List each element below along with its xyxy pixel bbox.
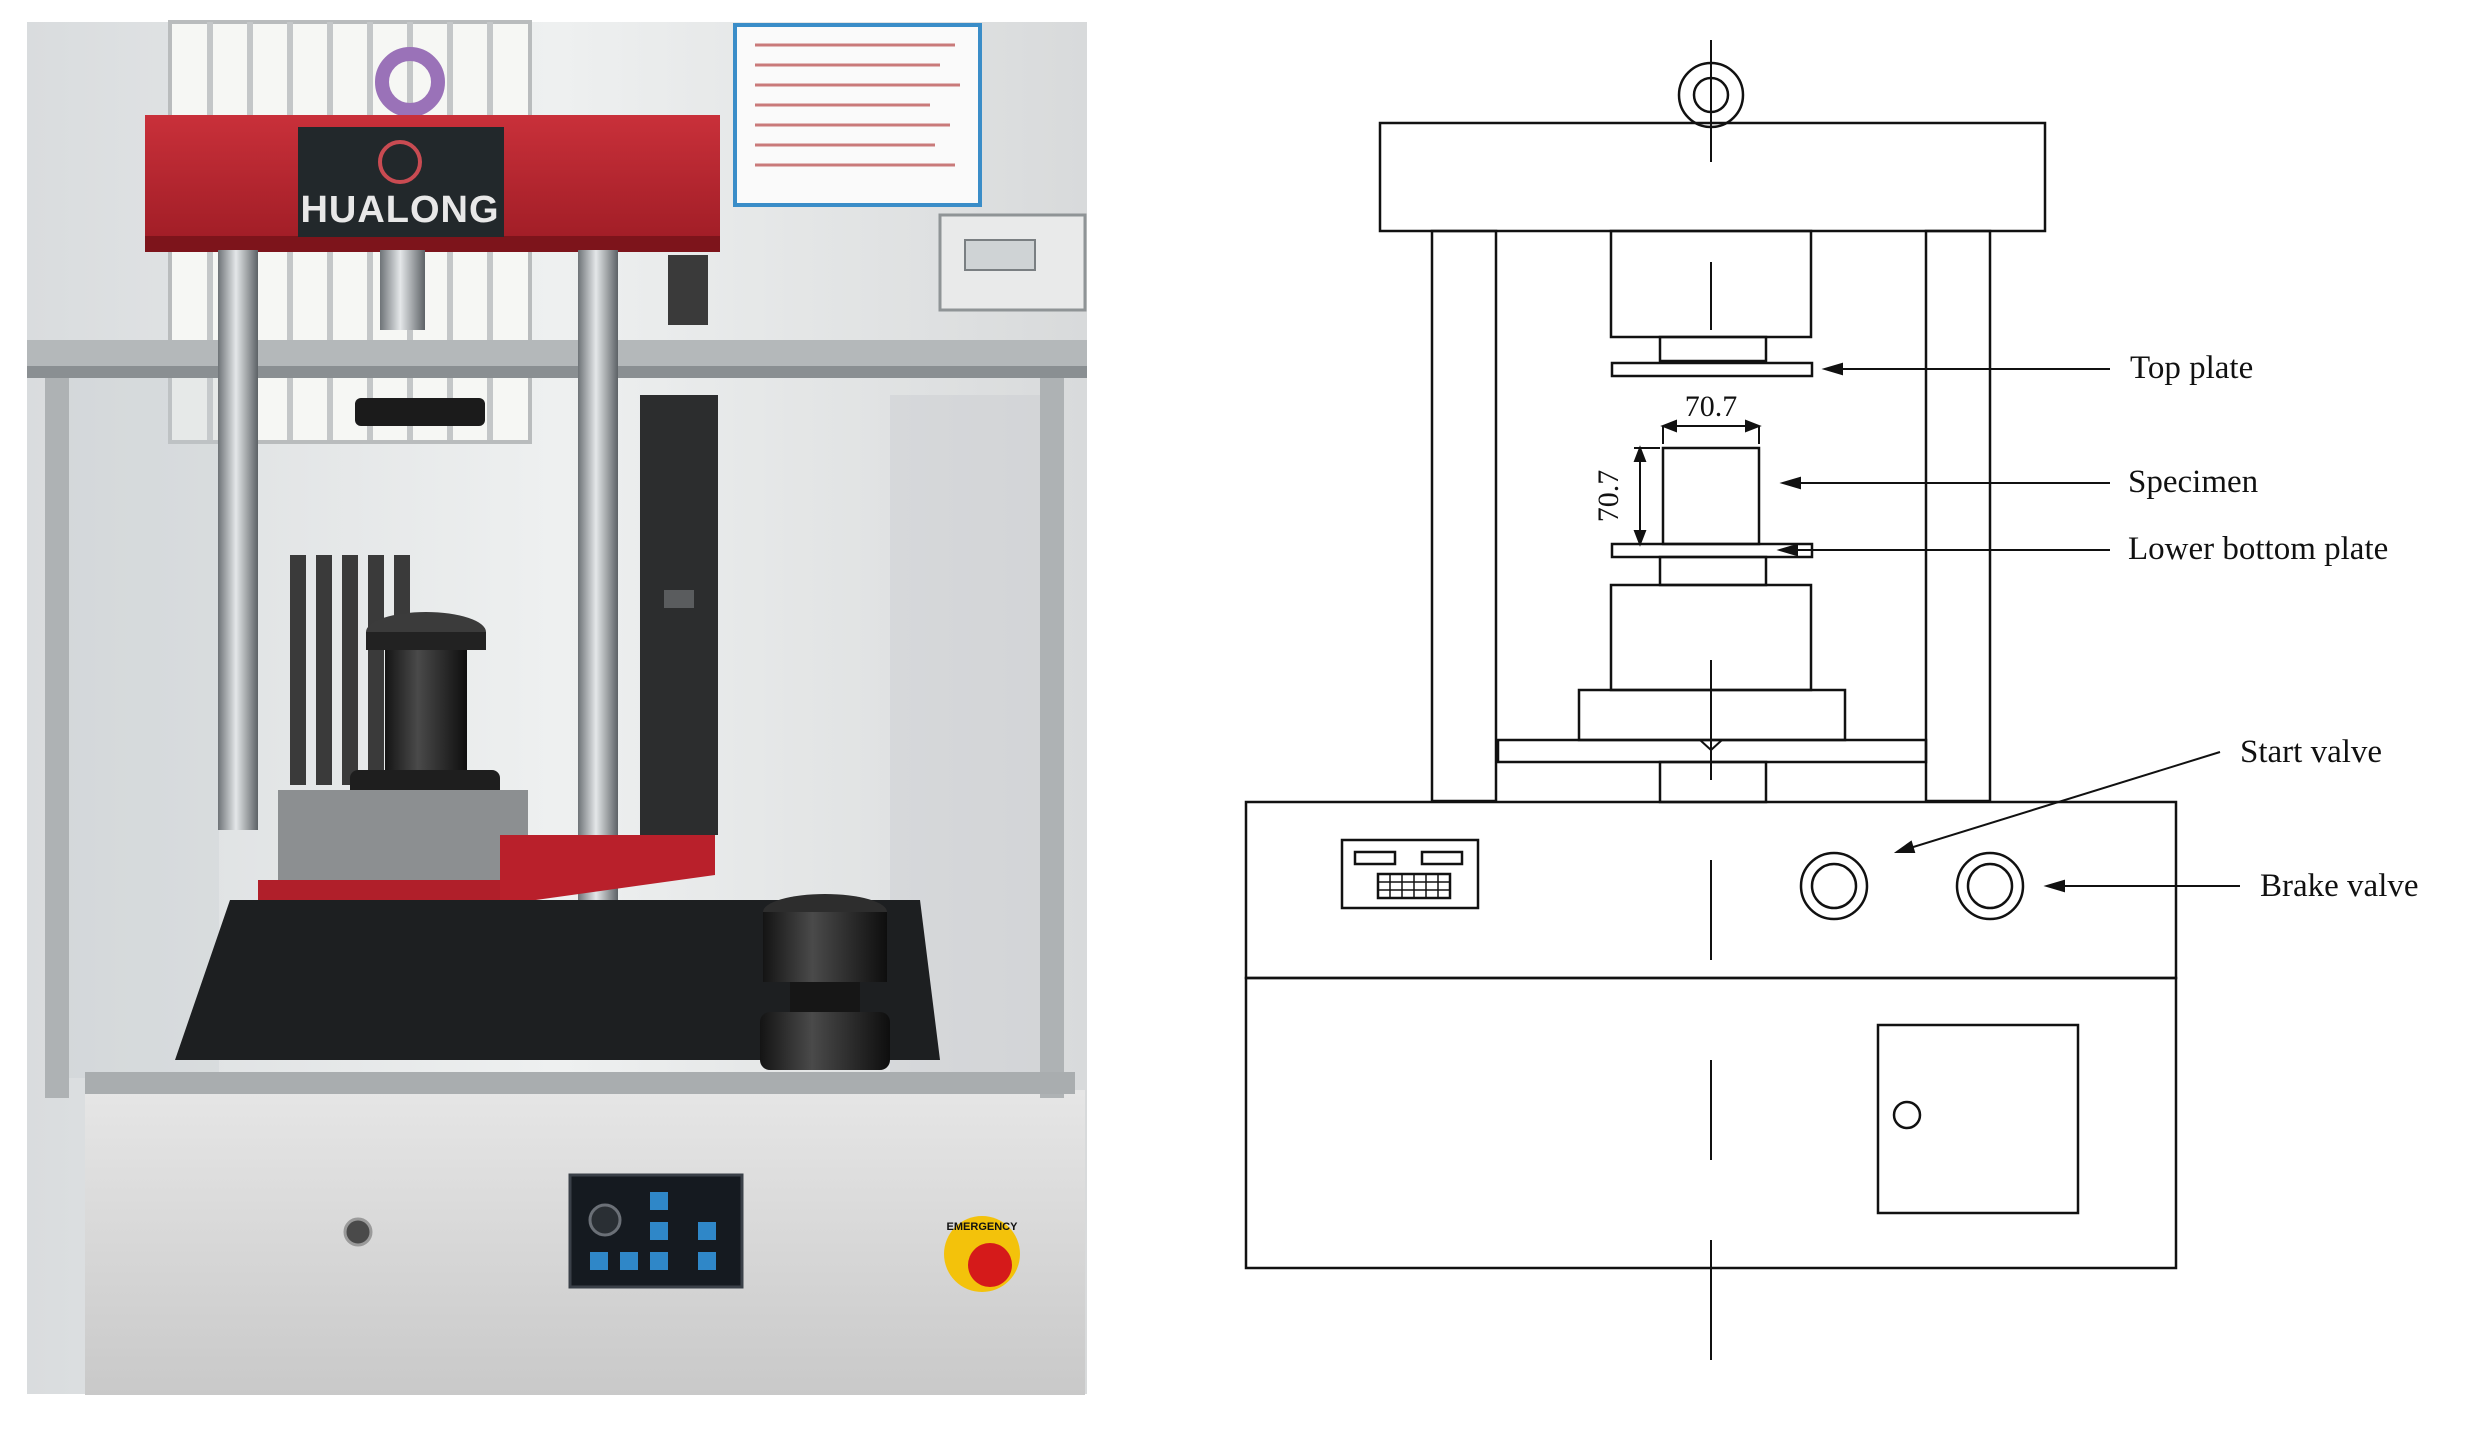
spare-cylinder-upper: [763, 912, 887, 982]
drawing-start-valve-outer: [1799, 851, 1869, 921]
drawing-door-knob: [1892, 1100, 1922, 1130]
label-start-valve: Start valve: [2240, 734, 2382, 770]
left-pillar: [218, 250, 258, 830]
drawing-keyboard: [1340, 838, 1480, 910]
drawing-specimen: [1661, 446, 1761, 546]
control-knob: [588, 1203, 622, 1237]
drawing-start-valve-inner: [1810, 862, 1858, 910]
label-specimen: Specimen: [2128, 464, 2258, 500]
machine-photo: HUALONG EMERGENCY: [0, 0, 1160, 1433]
crossbeam-shadow: [145, 236, 720, 252]
machine-table: [175, 900, 940, 1060]
left-glass-panel: [69, 378, 219, 1078]
drawing-keyboard-grid: [1378, 874, 1450, 898]
drawing-top-plate: [1610, 361, 1814, 378]
schematic-canvas: 70.7 70.7 Top plate Specimen Lower botto…: [1244, 40, 2419, 1360]
drawing-platform-support: [1658, 760, 1768, 804]
drawing-platform-notch: [1699, 739, 1723, 752]
cylinder-cap: [366, 632, 486, 650]
arm-slot: [664, 590, 694, 608]
spare-cylinder-neck: [790, 982, 860, 1012]
drawing-keyboard-display-left: [1353, 850, 1397, 866]
emergency-label: EMERGENCY: [947, 1221, 1019, 1233]
drawing-keyboard-display-right: [1420, 850, 1464, 866]
dimension-width-value: 70.7: [1685, 390, 1738, 423]
enclosure-top-rail: [27, 340, 1087, 366]
drawing-lower-collar: [1658, 555, 1768, 587]
center-ram: [380, 250, 425, 330]
drawing-crossbeam: [1378, 121, 2047, 233]
enclosure-left-post: [45, 378, 69, 1098]
sensor-block: [668, 255, 708, 325]
drawing-left-column: [1430, 229, 1498, 803]
dimension-width: [1660, 419, 1762, 444]
dark-arm: [640, 395, 718, 835]
drawing-brake-valve-outer: [1955, 851, 2025, 921]
breaker-switches: [964, 239, 1036, 271]
label-top-plate: Top plate: [2130, 350, 2253, 386]
black-cylinder: [385, 650, 467, 785]
dimension-height-value: 70.7: [1592, 470, 1625, 523]
drawing-right-column: [1924, 229, 1992, 803]
emergency-stop-button: [968, 1243, 1012, 1287]
wall-notice: [733, 23, 982, 207]
schematic-drawing: 70.7 70.7 Top plate Specimen Lower botto…: [1160, 0, 2479, 1433]
brand-logo: [378, 140, 422, 184]
drawing-cabinet-door: [1876, 1023, 2080, 1215]
enclosure-right-post: [1040, 378, 1064, 1098]
leader-lines: [1776, 362, 2240, 893]
label-brake-valve: Brake valve: [2260, 868, 2419, 904]
drawing-brake-valve-inner: [1966, 862, 2014, 910]
notice-lines: [755, 43, 960, 167]
key-switch: [343, 1217, 373, 1247]
enclosure-bottom-rail: [85, 1072, 1075, 1094]
dimension-height: [1633, 445, 1660, 547]
upper-platen: [355, 398, 485, 426]
brand-name: HUALONG: [300, 189, 499, 231]
lifting-ring: [375, 47, 445, 117]
red-guide-arm: [500, 835, 715, 905]
enclosure-top-rail-shadow: [27, 366, 1087, 378]
label-lower-bottom-plate: Lower bottom plate: [2128, 531, 2388, 567]
leader-start-valve: [1896, 751, 2221, 853]
machine-photo-canvas: HUALONG EMERGENCY: [27, 20, 1087, 1395]
drawing-upper-collar: [1658, 335, 1768, 363]
keypad-buttons: [590, 1192, 716, 1270]
spare-cylinder-lower: [760, 1012, 890, 1070]
